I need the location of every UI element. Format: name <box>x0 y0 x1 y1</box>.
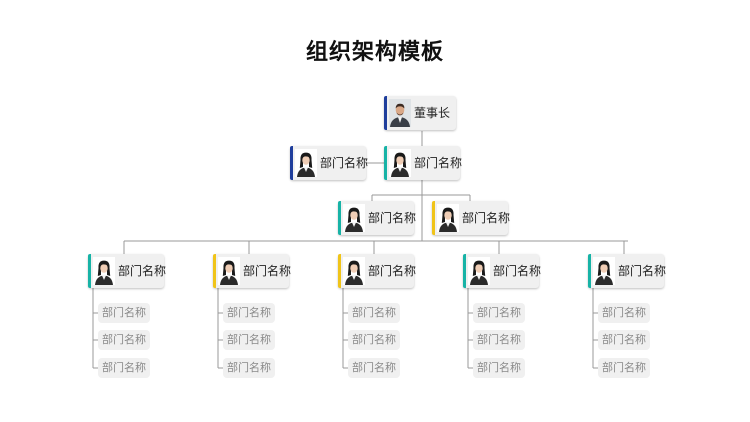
sub-department-4-2[interactable]: 部门名称 <box>473 330 525 350</box>
accent-bar <box>213 254 216 288</box>
level2-department-node-left[interactable]: 部门名称 <box>338 201 417 235</box>
female-avatar-icon <box>389 149 411 177</box>
sub-department-3-1[interactable]: 部门名称 <box>348 303 400 323</box>
accent-bar <box>88 254 91 288</box>
node-label: 部门名称 <box>462 211 511 225</box>
sub-department-3-2[interactable]: 部门名称 <box>348 330 400 350</box>
department-node-5[interactable]: 部门名称 <box>588 254 667 288</box>
female-avatar-icon <box>93 257 115 285</box>
female-avatar-icon <box>468 257 490 285</box>
female-avatar-icon <box>295 149 317 177</box>
sub-department-1-3[interactable]: 部门名称 <box>98 358 150 378</box>
sub-department-1-2[interactable]: 部门名称 <box>98 330 150 350</box>
sub-department-3-3[interactable]: 部门名称 <box>348 358 400 378</box>
department-node-3[interactable]: 部门名称 <box>338 254 417 288</box>
node-label: 部门名称 <box>618 264 667 278</box>
department-node-4[interactable]: 部门名称 <box>463 254 542 288</box>
node-label: 部门名称 <box>414 156 463 170</box>
node-label: 部门名称 <box>320 156 369 170</box>
female-avatar-icon <box>343 204 365 232</box>
department-node-2[interactable]: 部门名称 <box>213 254 292 288</box>
chart-title: 组织架构模板 <box>305 40 444 65</box>
node-label: 部门名称 <box>243 264 292 278</box>
sub-department-5-3[interactable]: 部门名称 <box>598 358 650 378</box>
sub-department-5-2[interactable]: 部门名称 <box>598 330 650 350</box>
female-avatar-icon <box>437 204 459 232</box>
sub-department-5-1[interactable]: 部门名称 <box>598 303 650 323</box>
node-label: 董事长 <box>414 106 451 120</box>
node-label: 部门名称 <box>368 211 417 225</box>
accent-bar <box>588 254 591 288</box>
male-avatar-icon <box>389 99 411 127</box>
sub-department-4-3[interactable]: 部门名称 <box>473 358 525 378</box>
accent-bar <box>338 201 341 235</box>
level2-department-node-right[interactable]: 部门名称 <box>432 201 511 235</box>
accent-bar <box>338 254 341 288</box>
sub-department-2-3[interactable]: 部门名称 <box>223 358 275 378</box>
female-avatar-icon <box>218 257 240 285</box>
sub-department-4-1[interactable]: 部门名称 <box>473 303 525 323</box>
accent-bar <box>290 146 293 180</box>
chairman-node[interactable]: 董事长 <box>384 96 456 130</box>
accent-bar <box>463 254 466 288</box>
accent-bar <box>384 96 387 130</box>
accent-bar <box>384 146 387 180</box>
department-node-1[interactable]: 部门名称 <box>88 254 167 288</box>
sub-department-2-1[interactable]: 部门名称 <box>223 303 275 323</box>
female-avatar-icon <box>593 257 615 285</box>
node-label: 部门名称 <box>368 264 417 278</box>
female-avatar-icon <box>343 257 365 285</box>
assistant-department-node[interactable]: 部门名称 <box>290 146 369 180</box>
sub-department-2-2[interactable]: 部门名称 <box>223 330 275 350</box>
node-label: 部门名称 <box>493 264 542 278</box>
accent-bar <box>432 201 435 235</box>
level1-department-node[interactable]: 部门名称 <box>384 146 463 180</box>
node-label: 部门名称 <box>118 264 167 278</box>
sub-department-1-1[interactable]: 部门名称 <box>98 303 150 323</box>
